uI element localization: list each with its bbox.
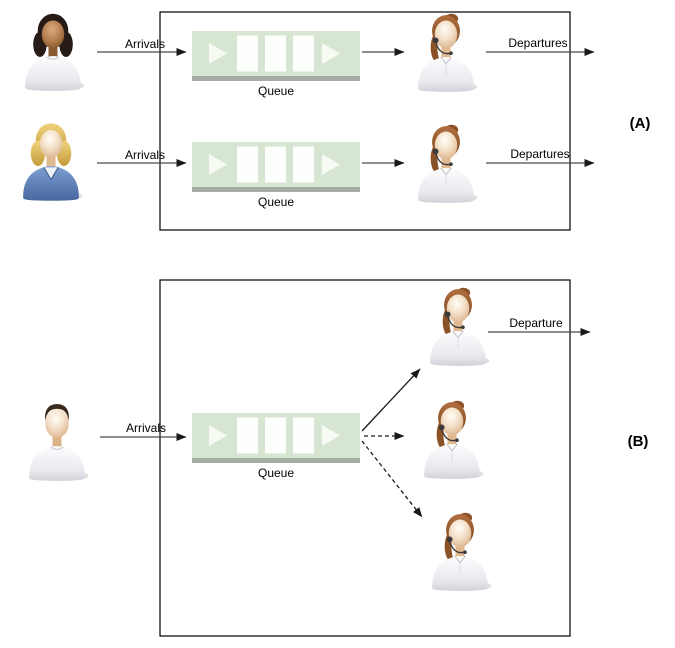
queue-widget-b <box>192 413 360 463</box>
route-arrow-dashed-bottom <box>361 440 423 518</box>
arrivals-label-b: Arrivals <box>126 421 166 435</box>
agent-icon-a2 <box>417 124 479 204</box>
section-b-box <box>159 279 571 637</box>
section-a-label: (A) <box>630 115 651 132</box>
route-arrow-solid-top <box>361 368 421 432</box>
section-a-box <box>159 11 571 231</box>
agent-icon-b-top <box>429 287 491 367</box>
queue-widget-a1 <box>192 31 360 81</box>
customer-man-icon <box>28 403 90 482</box>
arrivals-label-a2: Arrivals <box>125 148 165 162</box>
departures-label-a2: Departures <box>510 147 569 161</box>
customer-woman-dark-icon <box>24 13 86 92</box>
agent-icon-b-middle <box>423 400 485 480</box>
customer-woman-blue-icon <box>22 122 84 202</box>
queue-label-a1: Queue <box>258 84 294 98</box>
departure-label-b: Departure <box>509 316 563 330</box>
agent-icon-b-bottom <box>431 512 493 592</box>
agent-icon-a1 <box>417 13 479 93</box>
queue-widget-a2 <box>192 142 360 192</box>
arrivals-label-a1: Arrivals <box>125 37 165 51</box>
queue-label-a2: Queue <box>258 195 294 209</box>
section-b-label: (B) <box>628 433 649 450</box>
queue-label-b: Queue <box>258 466 294 480</box>
departures-label-a1: Departures <box>508 36 567 50</box>
